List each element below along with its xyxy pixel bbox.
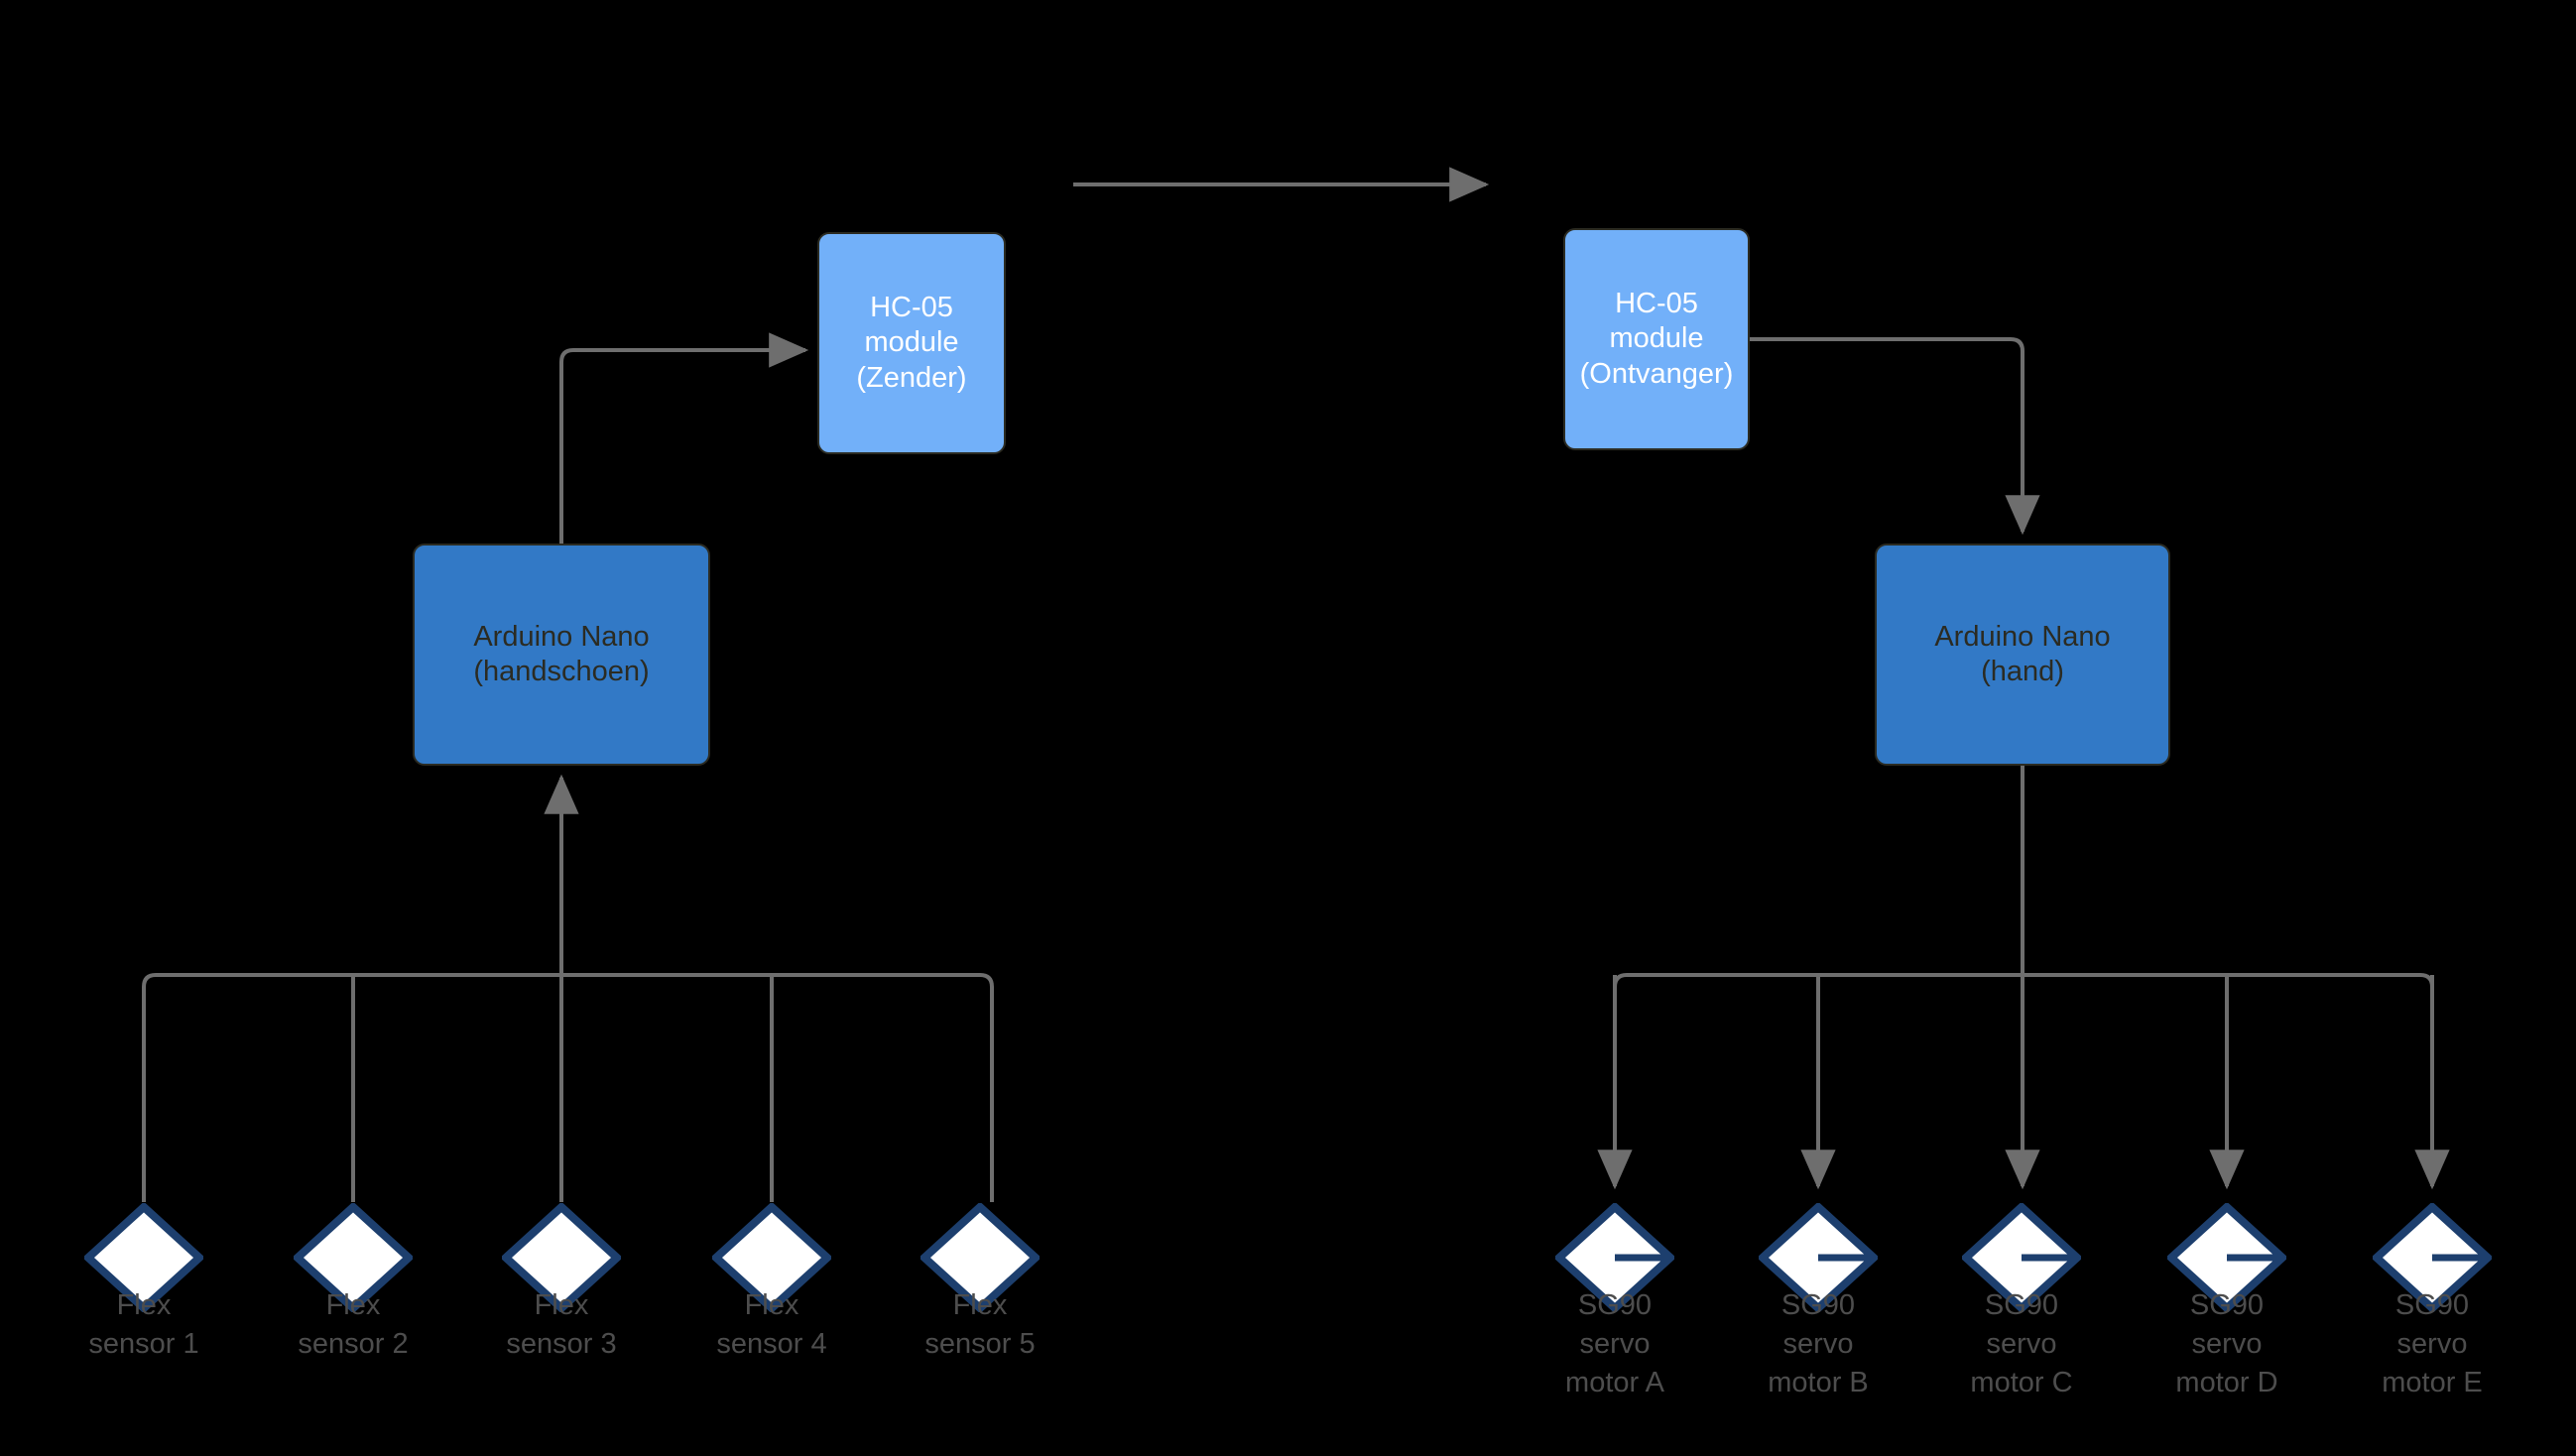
flex-sensor-2-label: Flex sensor 2 — [298, 1289, 409, 1361]
flex-sensor-5[interactable]: Flex sensor 5 — [919, 1201, 1042, 1360]
flex-sensor-3-label: Flex sensor 3 — [506, 1289, 617, 1361]
node-nano-hand-label: Arduino Nano (hand) — [1934, 620, 2111, 687]
servo-diamond-icon — [2165, 1201, 2288, 1314]
servo-motor-1[interactable]: SG90 servo motor A — [1553, 1201, 1676, 1398]
node-arduino-nano-handschoen[interactable]: Arduino Nano (handschoen) — [413, 544, 710, 766]
connector-nano-to-servos — [1597, 766, 2450, 1190]
servo-motor-4-label: SG90 servo motor D — [2175, 1289, 2278, 1399]
flex-sensor-3[interactable]: Flex sensor 3 — [500, 1201, 623, 1360]
flex-sensor-diamond-icon — [292, 1201, 415, 1314]
flex-sensor-1[interactable]: Flex sensor 1 — [82, 1201, 205, 1360]
flex-sensor-diamond-icon — [710, 1201, 833, 1314]
connector-flex-sensors-to-nano — [142, 774, 994, 1202]
node-hc05-module-zender[interactable]: HC-05 module (Zender) — [817, 232, 1006, 454]
servo-motor-4[interactable]: SG90 servo motor D — [2165, 1201, 2288, 1398]
node-hc05-zender-label: HC-05 module (Zender) — [856, 291, 967, 394]
connector-hc05-ontvanger-to-nano — [1750, 337, 2040, 536]
servo-motor-1-label: SG90 servo motor A — [1565, 1289, 1664, 1399]
flex-sensor-diamond-icon — [919, 1201, 1042, 1314]
node-hc05-module-ontvanger[interactable]: HC-05 module (Ontvanger) — [1563, 228, 1750, 450]
servo-motor-3-label: SG90 servo motor C — [1970, 1289, 2073, 1399]
flex-sensor-4-label: Flex sensor 4 — [716, 1289, 827, 1361]
connector-nano-to-hc05-zender — [559, 332, 809, 544]
servo-diamond-icon — [1757, 1201, 1880, 1314]
servo-motor-2[interactable]: SG90 servo motor B — [1757, 1201, 1880, 1398]
node-arduino-nano-hand[interactable]: Arduino Nano (hand) — [1875, 544, 2170, 766]
servo-diamond-icon — [1553, 1201, 1676, 1314]
servo-diamond-icon — [2371, 1201, 2494, 1314]
servo-motor-3[interactable]: SG90 servo motor C — [1960, 1201, 2083, 1398]
flex-sensor-1-label: Flex sensor 1 — [88, 1289, 199, 1361]
servo-diamond-icon — [1960, 1201, 2083, 1314]
servo-motor-2-label: SG90 servo motor B — [1768, 1289, 1869, 1399]
flex-sensor-diamond-icon — [500, 1201, 623, 1314]
servo-motor-5-label: SG90 servo motor E — [2382, 1289, 2483, 1399]
flex-sensor-2[interactable]: Flex sensor 2 — [292, 1201, 415, 1360]
node-hc05-ontvanger-label: HC-05 module (Ontvanger) — [1579, 287, 1734, 390]
node-nano-handschoen-label: Arduino Nano (handschoen) — [473, 620, 650, 687]
servo-motor-5[interactable]: SG90 servo motor E — [2371, 1201, 2494, 1398]
flex-sensor-4[interactable]: Flex sensor 4 — [710, 1201, 833, 1360]
flex-sensor-diamond-icon — [82, 1201, 205, 1314]
flex-sensor-5-label: Flex sensor 5 — [924, 1289, 1036, 1361]
